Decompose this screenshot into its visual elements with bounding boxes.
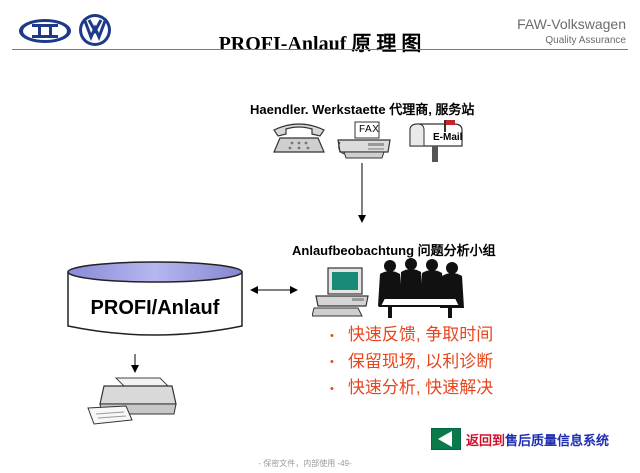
return-link[interactable]: 返回到售后质量信息系统: [466, 430, 609, 449]
list-item: •快速反馈, 争取时间: [330, 325, 494, 344]
back-arrow-icon: [438, 431, 452, 447]
arrow-down-dealer: [358, 163, 366, 223]
analysis-group-label: Anlaufbeobachtung 问题分析小组: [292, 243, 496, 258]
list-item: •快速分析, 快速解决: [330, 378, 494, 398]
database-cylinder: [67, 261, 243, 336]
faw-logo: [19, 19, 71, 43]
vw-logo: [79, 14, 111, 46]
dealer-label: Haendler. Werkstaette 代理商, 服务站: [250, 102, 475, 117]
header-divider: [12, 49, 628, 50]
database-label: PROFI/Anlauf: [90, 297, 220, 319]
telephone-icon: [273, 123, 325, 153]
computer-icon: [312, 267, 369, 317]
list-item: •保留现场, 以利诊断: [330, 351, 494, 371]
benefit-list: •快速反馈, 争取时间 •保留现场, 以利诊断 •快速分析, 快速解决: [330, 322, 493, 402]
bidirectional-arrow: [250, 286, 298, 294]
back-arrow-button[interactable]: [431, 428, 461, 450]
footer-text: - 保密文件，内部使用 -49-: [258, 459, 352, 468]
email-label: E-Mail: [433, 132, 463, 143]
fax-label: FAX: [359, 124, 380, 135]
page-title: PROFI-Anlauf 原 理 图: [218, 33, 422, 55]
brand-name: FAW-Volkswagen: [517, 16, 626, 32]
return-link-target: 售后质量信息系统: [505, 433, 610, 448]
arrow-down-printer: [131, 354, 139, 373]
fax-machine-icon: [337, 121, 391, 159]
meeting-group-icon: [378, 258, 464, 318]
return-link-prefix: 返回到: [466, 433, 506, 448]
printer-icon: [87, 377, 177, 425]
brand-subtitle: Quality Assurance: [545, 35, 626, 46]
brand-block: FAW-Volkswagen Quality Assurance: [517, 16, 626, 50]
mailbox-icon: [409, 120, 463, 162]
